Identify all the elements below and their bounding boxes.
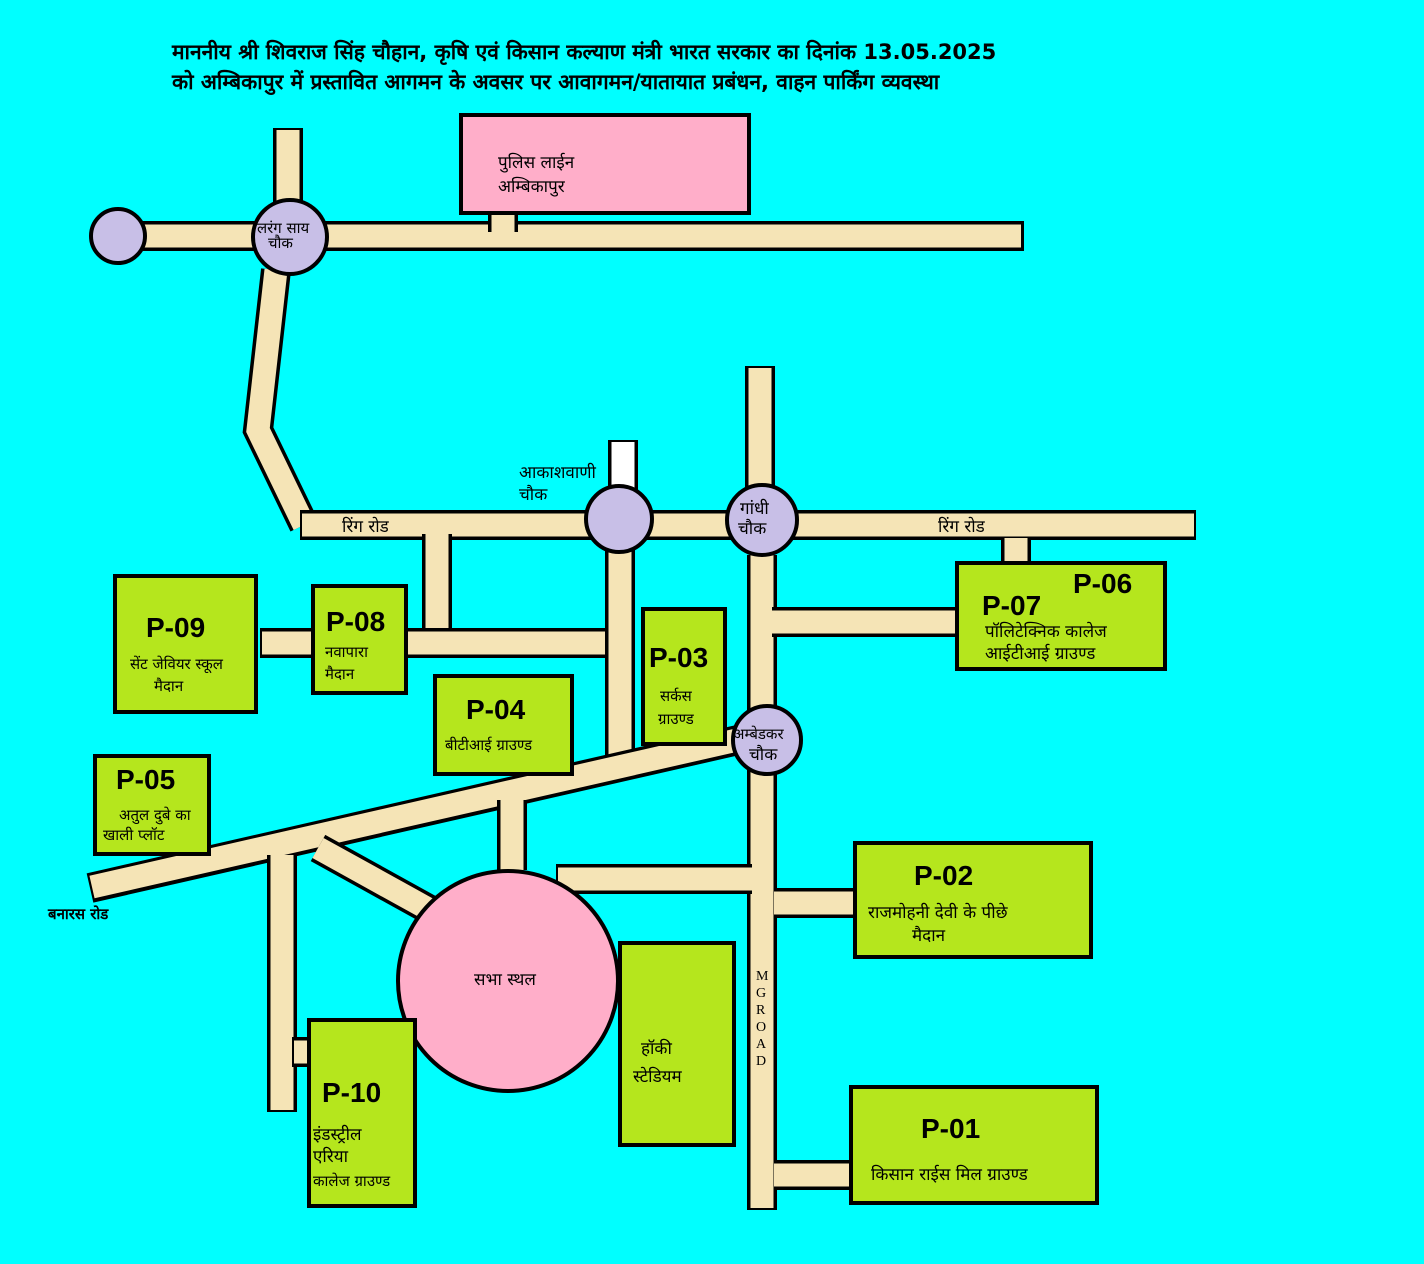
mg-road-letter: D — [756, 1054, 766, 1069]
lairang-chowk-label-2: चौक — [268, 234, 293, 252]
gandhi-chowk-label-1: गांधी — [740, 498, 769, 519]
mg-road-letter: A — [756, 1037, 767, 1052]
parking-p04-code: P-04 — [466, 694, 526, 725]
parking-p07-code: P-07 — [982, 590, 1041, 621]
akashvani-chowk-label-2: चौक — [519, 484, 548, 505]
hockey-stadium-label-1: हॉकी — [641, 1038, 672, 1059]
parking-p09-code: P-09 — [146, 612, 205, 643]
parking-p02-name-2: मैदान — [912, 925, 946, 946]
parking-p04-name-1: बीटीआई ग्राउण्ड — [445, 736, 533, 754]
mg-road-letter: M — [756, 969, 769, 984]
parking-p08-name-2: मैदान — [325, 665, 355, 683]
parking-p07-name-1: पॉलिटेक्निक कालेज — [985, 621, 1107, 642]
parking-p03-name-1: सर्कस — [660, 687, 693, 705]
parking-p01-code: P-01 — [921, 1113, 980, 1144]
parking-p10 — [307, 1018, 417, 1208]
parking-p05-name-2: खाली प्लॉट — [103, 826, 165, 844]
ring-road-label-left: रिंग रोड — [342, 516, 390, 537]
parking-p04 — [433, 674, 574, 776]
ring-road-label-right: रिंग रोड — [938, 516, 986, 537]
akashvani-chowk-label-1: आकाशवाणी — [519, 462, 597, 483]
parking-p03-name-2: ग्राउण्ड — [658, 710, 695, 728]
akashvani-chowk — [584, 484, 654, 554]
parking-p01-name-1: किसान राईस मिल ग्राउण्ड — [871, 1164, 1029, 1185]
parking-p02 — [853, 841, 1093, 959]
ambedkar-chowk-label-2: चौक — [749, 744, 778, 765]
lairang-chowk — [251, 198, 329, 276]
parking-p05 — [93, 754, 211, 856]
parking-p06-code: P-06 — [1073, 568, 1132, 599]
parking-p05-code: P-05 — [116, 764, 175, 795]
hockey-stadium — [618, 941, 736, 1147]
gandhi-chowk-label-2: चौक — [738, 518, 767, 539]
parking-p03 — [641, 607, 727, 746]
parking-p10-name-2: एरिया — [313, 1146, 349, 1167]
lairang-chowk-label-1: लरंग साय — [257, 219, 310, 237]
banaras-road-label: बनारस रोड — [47, 905, 109, 923]
ambedkar-chowk-label-1: अम्बेडकर — [733, 725, 784, 743]
parking-p03-code: P-03 — [649, 642, 708, 673]
map-title-line-2: को अम्बिकापुर में प्रस्तावित आगमन के अवस… — [172, 70, 940, 94]
parking-p08-name-1: नवापारा — [325, 643, 369, 661]
parking-p09 — [113, 574, 258, 714]
parking-p10-name-1: इंडस्ट्रील — [313, 1124, 362, 1145]
parking-p09-name-2: मैदान — [154, 677, 184, 695]
mg-road-letter: O — [756, 1020, 766, 1035]
ambedkar-chowk — [731, 704, 803, 776]
police-line-label-1: पुलिस लाईन — [498, 152, 575, 173]
road-network — [86, 128, 1196, 1210]
parking-p01 — [849, 1085, 1099, 1205]
hockey-stadium-label-2: स्टेडियम — [633, 1066, 683, 1087]
parking-p08-code: P-08 — [326, 606, 385, 637]
mg-road-letter: G — [756, 986, 766, 1001]
police-line-box — [459, 113, 751, 215]
parking-p05-name-1: अतुल दुबे का — [119, 806, 192, 825]
map-title-line-1: माननीय श्री शिवराज सिंह चौहान, कृषि एवं … — [172, 40, 997, 64]
parking-p10-code: P-10 — [322, 1077, 381, 1108]
police-line-label-2: अम्बिकापुर — [498, 176, 566, 197]
parking-p10-name-3: कालेज ग्राउण्ड — [313, 1172, 391, 1190]
parking-p07-p06 — [955, 561, 1167, 671]
mg-road-label: M G R O A D — [756, 969, 769, 1069]
parking-p07-name-2: आईटीआई ग्राउण्ड — [985, 643, 1096, 664]
mg-road-letter: R — [756, 1003, 766, 1018]
parking-p02-code: P-02 — [914, 860, 973, 891]
parking-p08 — [311, 584, 408, 695]
sabha-sthal-label: सभा स्थल — [474, 970, 536, 990]
parking-p09-name-1: सेंट जेवियर स्कूल — [130, 655, 224, 674]
gandhi-chowk — [725, 483, 799, 557]
parking-p02-name-1: राजमोहनी देवी के पीछे — [868, 902, 1009, 923]
west-roundabout — [89, 207, 147, 265]
